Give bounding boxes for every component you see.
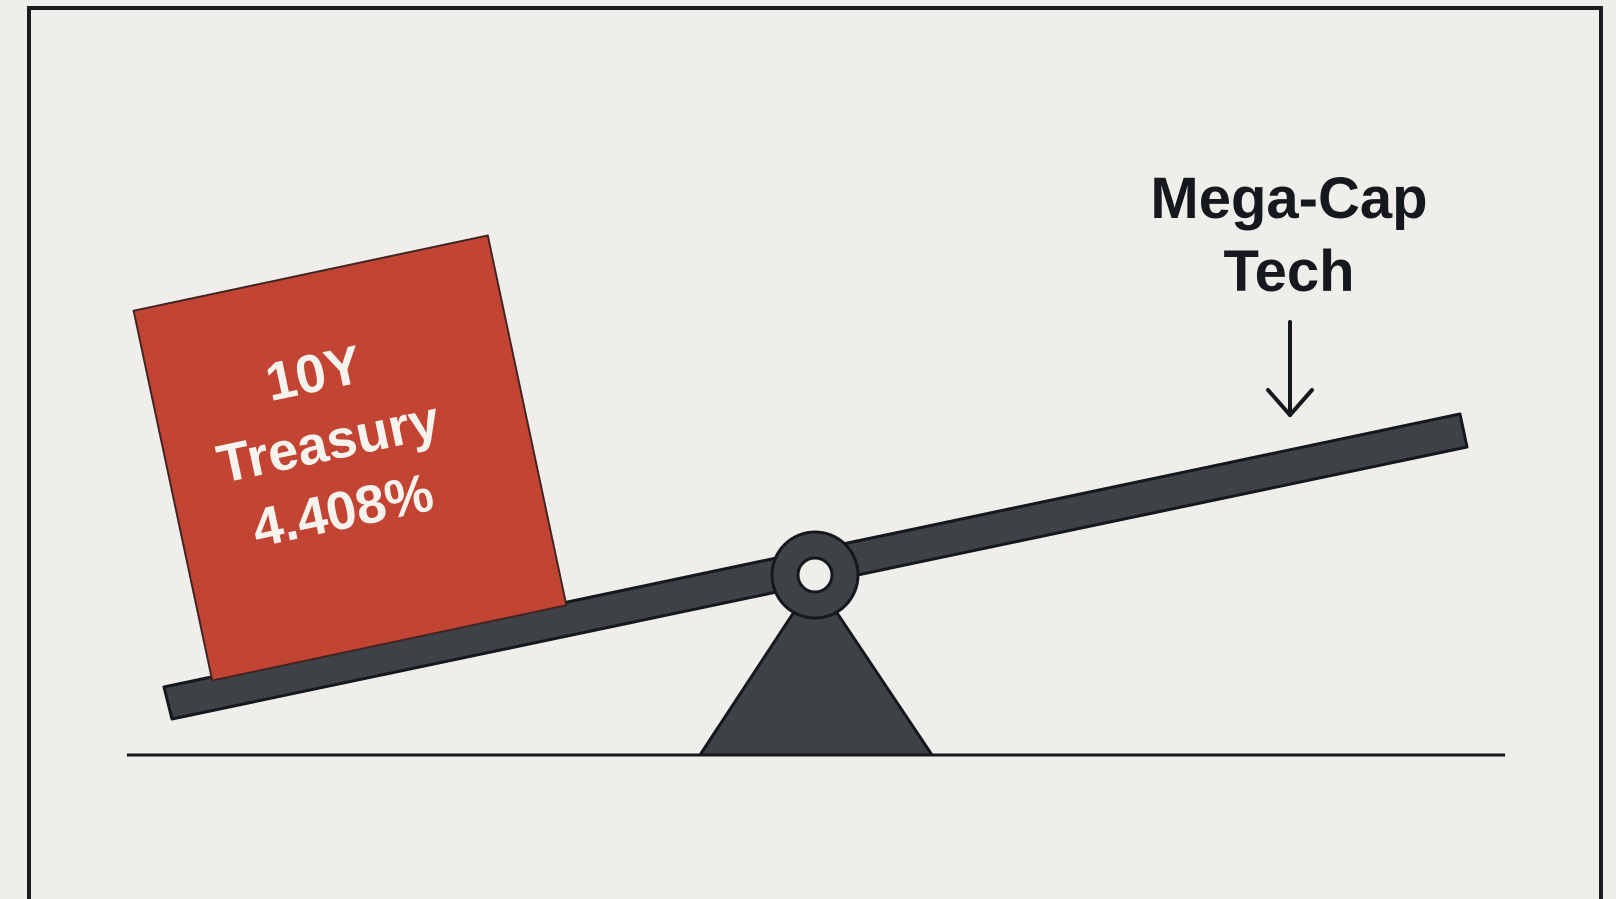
pivot-icon — [770, 530, 860, 620]
right-label-line1: Mega-Cap — [1150, 166, 1427, 231]
right-label-line2: Tech — [1223, 239, 1354, 304]
treasury-weight-block: 10Y Treasury 4.408% — [130, 231, 570, 685]
frame-border — [27, 6, 1603, 899]
fulcrum — [698, 578, 934, 757]
arrow-down-icon — [1266, 320, 1314, 417]
